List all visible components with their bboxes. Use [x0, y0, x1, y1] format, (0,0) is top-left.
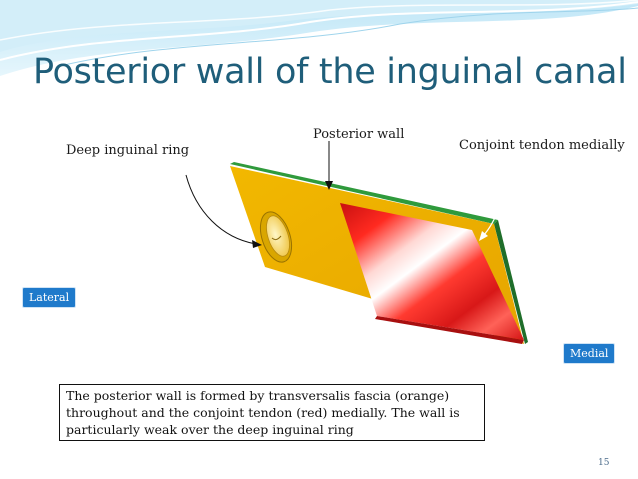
conjoint-tendon — [340, 203, 524, 340]
label-conjoint-tendon: Conjoint tendon medially — [459, 138, 625, 153]
wall-side-edge — [494, 220, 528, 344]
caption-box: The posterior wall is formed by transver… — [59, 384, 485, 441]
medial-tag: Medial — [563, 343, 616, 364]
conjoint-tendon-edge — [375, 316, 524, 344]
wall-top-edge — [230, 162, 498, 224]
leader-arrow-conjoint-tendon — [479, 155, 514, 241]
leader-arrow-deep-ring — [185, 174, 262, 248]
slide-title: Posterior wall of the inguinal canal — [33, 52, 627, 92]
leader-arrow-posterior-wall — [325, 141, 333, 190]
label-posterior-wall: Posterior wall — [313, 127, 405, 142]
label-deep-inguinal-ring: Deep inguinal ring — [66, 143, 190, 158]
lateral-tag: Lateral — [22, 287, 77, 308]
page-number: 15 — [598, 458, 610, 468]
deep-inguinal-ring-icon — [259, 211, 293, 263]
